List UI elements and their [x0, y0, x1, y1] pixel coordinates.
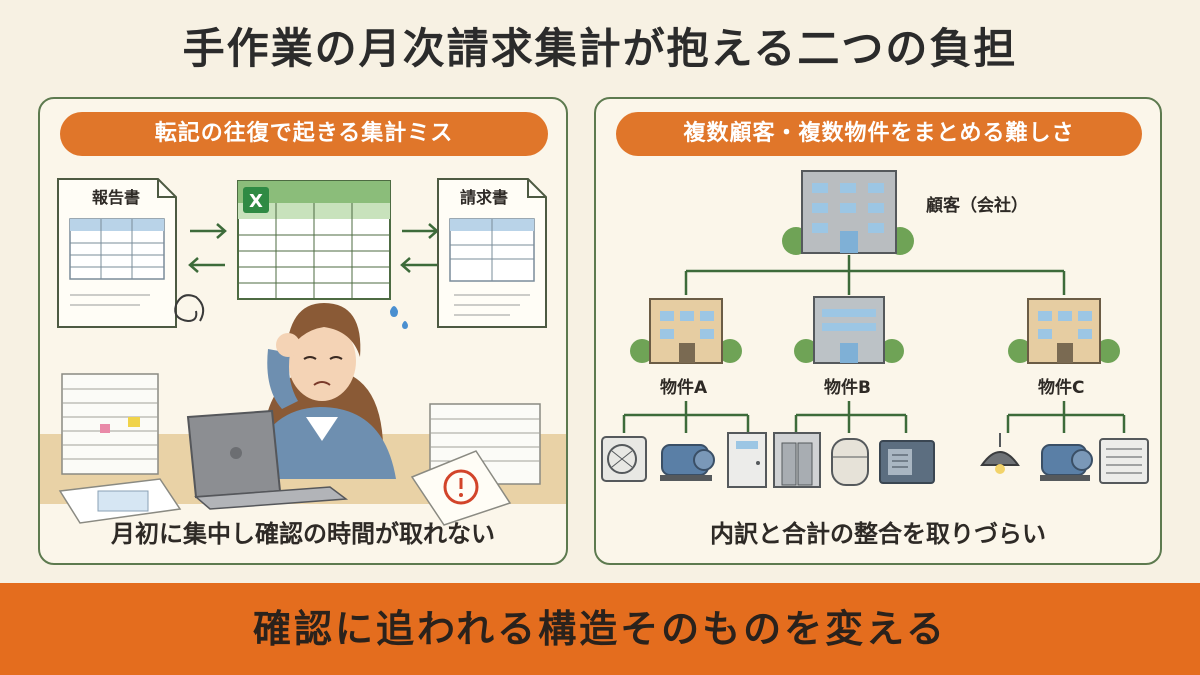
- worried-worker-illustration: [174, 294, 408, 479]
- excel-spreadsheet-icon: X: [237, 180, 391, 300]
- panel-heading-transcription: 転記の往復で起きる集計ミス: [60, 112, 548, 156]
- paper-stack-right: [410, 403, 541, 526]
- control-cabinet-icon: [727, 432, 767, 488]
- excel-logo-icon: [243, 187, 269, 213]
- panel-multi-customer: 複数顧客・複数物件をまとめる難しさ 顧客（会社）: [594, 97, 1162, 565]
- property-building-c-icon: [1008, 298, 1120, 364]
- customer-label: 顧客（会社）: [926, 195, 1028, 216]
- property-label-a: 物件A: [660, 377, 708, 398]
- property-label-b: 物件B: [824, 377, 871, 398]
- excel-logo-letter: X: [249, 191, 263, 212]
- hierarchy-connector: [684, 255, 1066, 295]
- invoice-label: 請求書: [460, 188, 508, 207]
- customer-building-icon: [782, 170, 914, 255]
- report-label: 報告書: [92, 188, 140, 207]
- arrow-right-icon: [402, 223, 439, 239]
- laptop-icon: [186, 409, 349, 510]
- water-tank-icon: [831, 438, 869, 486]
- elevator-icon: [773, 432, 821, 488]
- property-building-b-icon: [794, 296, 904, 364]
- page-title: 手作業の月次請求集計が抱える二つの負担: [182, 24, 1018, 73]
- outdoor-unit-icon: [1099, 438, 1149, 484]
- ceiling-lamp-icon: [980, 433, 1020, 474]
- arrow-right-icon: [190, 223, 227, 239]
- invoice-document-icon: 請求書: [437, 178, 547, 328]
- caption-right: 内訳と合計の整合を取りづらい: [710, 520, 1046, 548]
- pump-motor-icon: [660, 444, 715, 481]
- caption-left: 月初に集中し確認の時間が取れない: [111, 520, 495, 548]
- sweat-drop-icon: [390, 306, 398, 317]
- paper-stack-left: [58, 373, 182, 524]
- warning-icon: [443, 469, 479, 505]
- equipment-connector: [622, 401, 1126, 433]
- customer-hierarchy-diagram: 顧客（会社）: [601, 170, 1149, 488]
- report-document-icon: 報告書: [57, 178, 177, 328]
- property-building-a-icon: [630, 298, 742, 364]
- footer-banner: 確認に追われる構造そのものを変える: [0, 583, 1200, 675]
- panel-transcription-errors: 転記の往復で起きる集計ミス 報告書: [38, 97, 568, 565]
- pump-motor-icon: [1040, 444, 1093, 481]
- stress-scribble-icon: [174, 294, 205, 323]
- transcription-illustration: 報告書 X: [40, 178, 566, 526]
- generator-unit-icon: [879, 440, 935, 484]
- arrow-left-icon: [188, 257, 225, 273]
- property-label-c: 物件C: [1038, 377, 1084, 398]
- panel-heading-multi-customer: 複数顧客・複数物件をまとめる難しさ: [616, 112, 1142, 156]
- arrow-left-icon: [400, 257, 437, 273]
- air-conditioner-unit-icon: [601, 436, 647, 482]
